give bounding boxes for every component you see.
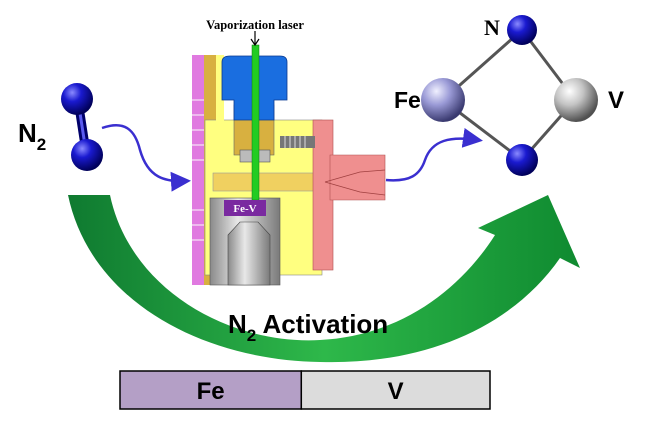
laser-beam — [251, 44, 260, 201]
atom-label-n: N — [484, 15, 500, 40]
activation-label: N2 Activation — [228, 309, 388, 345]
nitrogen-atom — [507, 15, 537, 45]
atom-label-fe: Fe — [394, 87, 421, 113]
nitrogen-atom — [61, 83, 93, 115]
iron-atom — [421, 78, 465, 122]
fev-n2-cluster: N Fe V — [394, 15, 624, 176]
composition-bar: Fe V — [119, 370, 491, 410]
target-label: Fe-V — [233, 203, 256, 215]
fe-segment-label: Fe — [197, 378, 225, 405]
inflow-arrow — [101, 124, 191, 192]
n2-molecule — [61, 83, 103, 171]
nitrogen-atom — [71, 139, 103, 171]
v-segment-label: V — [388, 378, 404, 405]
vanadium-atom — [554, 78, 598, 122]
outflow-arrow — [385, 127, 483, 182]
screw — [280, 136, 315, 148]
n2-label: N2 — [18, 118, 46, 154]
nitrogen-atom — [506, 144, 538, 176]
laser-label: Vaporization laser — [206, 18, 304, 32]
activation-arrow — [68, 195, 580, 363]
v-segment — [300, 370, 491, 410]
cluster-source-apparatus: Fe-V Vaporization laser — [192, 18, 386, 286]
atom-label-v: V — [608, 87, 624, 114]
fe-segment — [119, 370, 303, 410]
